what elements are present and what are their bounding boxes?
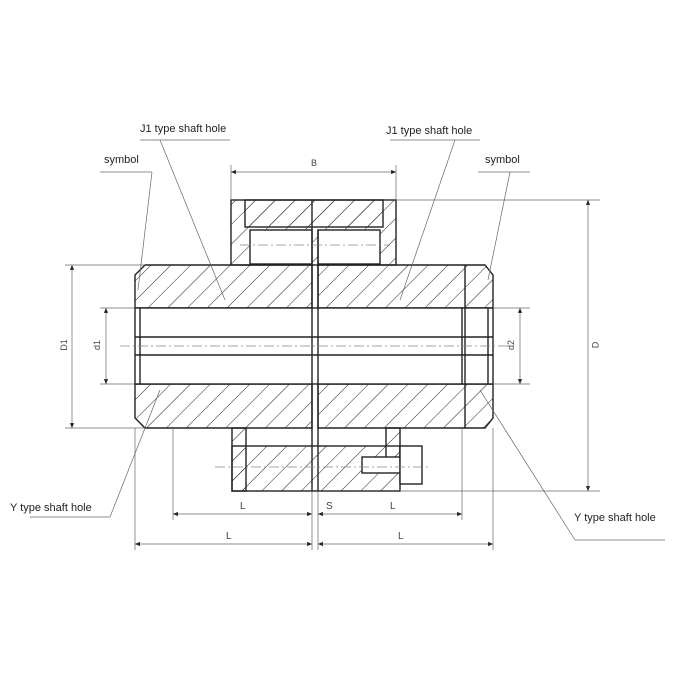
bolt-head [399,445,423,485]
dim-L-inner-left: L [240,501,246,512]
dim-B: B [311,158,318,168]
dim-L-outer-left: L [226,531,232,542]
dim-S: S [326,501,333,512]
dim-D1: D1 [58,339,69,351]
right-hub-lower [317,383,494,429]
callout-y-right: Y type shaft hole [574,512,656,524]
callout-j1-left: J1 type shaft hole [140,123,227,135]
right-hub-upper [317,264,494,309]
left-hub-lower [134,383,313,429]
dim-L-inner-right: L [390,501,396,512]
dim-d2: d2 [506,339,517,351]
dim-d1: d1 [92,339,103,351]
roller-left [249,229,313,265]
left-hub-upper [134,264,313,309]
bolt-shank [361,456,401,474]
callout-y-left: Y type shaft hole [10,502,92,514]
dim-L-outer-right: L [398,531,404,542]
roller-right [317,229,381,265]
callout-symbol-left: symbol [104,154,139,166]
callout-j1-right: J1 type shaft hole [386,125,473,137]
callout-symbol-right: symbol [485,154,520,166]
dim-D: D [590,341,601,349]
